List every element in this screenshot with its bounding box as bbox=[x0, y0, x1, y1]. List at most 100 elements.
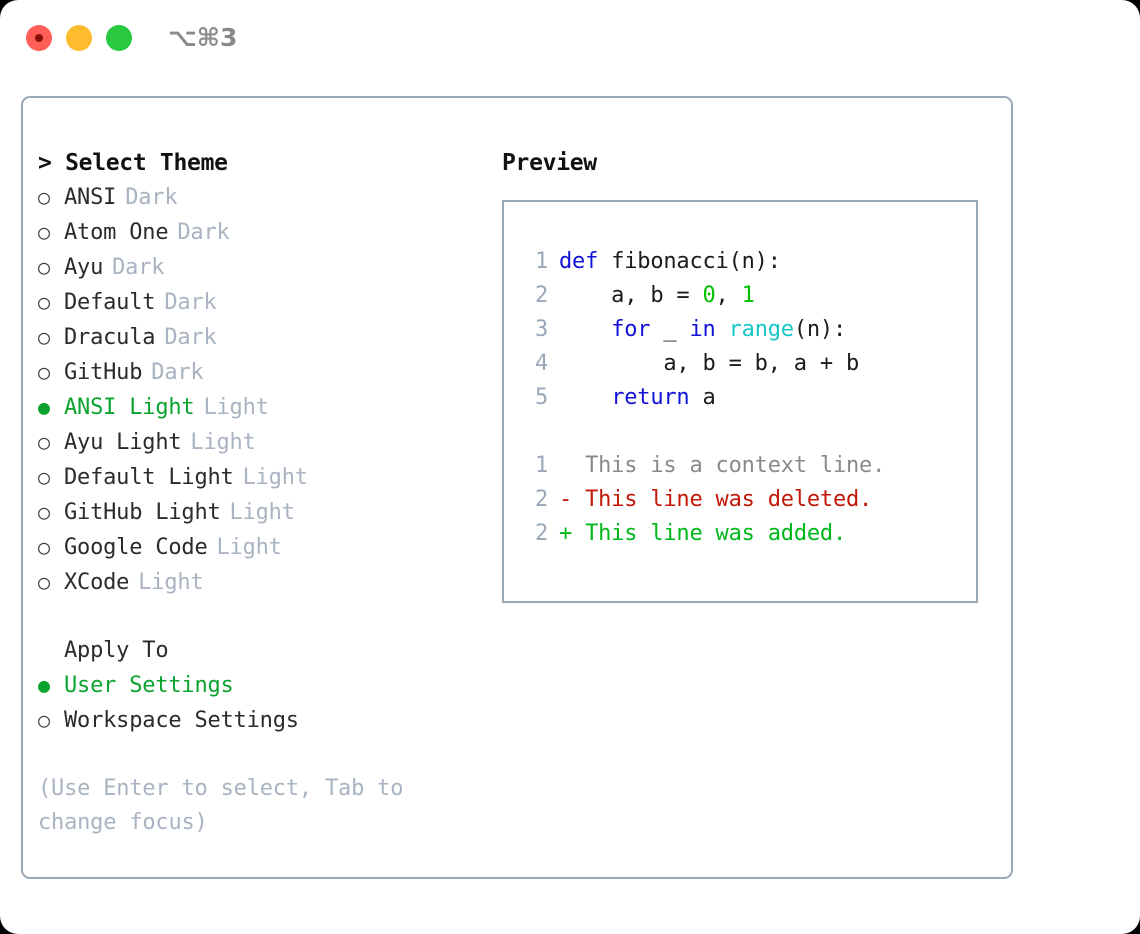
radio-icon[interactable]: ○ bbox=[38, 255, 50, 279]
line-number: 2 bbox=[534, 521, 548, 546]
diff-marker: + bbox=[559, 521, 573, 546]
preview-column: Preview 1 def fibonacci(n): 2 a, b = 0, … bbox=[502, 146, 1002, 603]
diff-line-context: 1 This is a context line. bbox=[522, 449, 968, 483]
theme-kind-badge: Light bbox=[216, 535, 282, 560]
theme-kind-badge: Light bbox=[190, 430, 256, 455]
theme-option-ansi-dark[interactable]: ○ ANSI Dark bbox=[38, 180, 498, 215]
theme-name: Default bbox=[64, 290, 156, 315]
theme-option-ansi-light[interactable]: ● ANSI Light Light bbox=[38, 390, 498, 425]
diff-content: This line was deleted. bbox=[585, 487, 873, 512]
token-keyword: return bbox=[611, 385, 690, 410]
theme-name: ANSI bbox=[64, 185, 117, 210]
theme-kind-badge: Dark bbox=[151, 360, 204, 385]
theme-option-xcode[interactable]: ○ XCode Light bbox=[38, 565, 498, 600]
token-plain bbox=[716, 317, 729, 342]
line-number: 2 bbox=[534, 487, 548, 512]
token-plain: (n): bbox=[793, 317, 847, 342]
theme-list[interactable]: ○ ANSI Dark ○ Atom One Dark ○ Ayu Dark bbox=[38, 180, 498, 600]
theme-name: Ayu Light bbox=[64, 430, 182, 455]
spacer bbox=[38, 738, 498, 772]
diff-text bbox=[572, 517, 585, 551]
code-line: 5 return a bbox=[522, 381, 968, 415]
apply-option-user-settings[interactable]: ● User Settings bbox=[38, 668, 498, 703]
diff-text bbox=[572, 449, 585, 483]
theme-kind-badge: Light bbox=[242, 465, 308, 490]
theme-option-ayu-dark[interactable]: ○ Ayu Dark bbox=[38, 250, 498, 285]
apply-option-label: User Settings bbox=[64, 673, 234, 698]
radio-icon[interactable]: ○ bbox=[38, 290, 50, 314]
token-plain: _ bbox=[650, 317, 690, 342]
theme-kind-badge: Dark bbox=[177, 220, 230, 245]
close-button-icon[interactable] bbox=[26, 25, 52, 51]
code-line: 4 a, b = b, a + b bbox=[522, 347, 968, 381]
radio-icon[interactable]: ○ bbox=[38, 500, 50, 524]
radio-icon[interactable]: ○ bbox=[38, 220, 50, 244]
theme-option-dracula-dark[interactable]: ○ Dracula Dark bbox=[38, 320, 498, 355]
theme-option-atom-one-dark[interactable]: ○ Atom One Dark bbox=[38, 215, 498, 250]
radio-icon[interactable]: ○ bbox=[38, 535, 50, 559]
line-number: 1 bbox=[534, 453, 548, 478]
radio-icon-selected[interactable]: ● bbox=[38, 395, 50, 419]
line-number: 4 bbox=[534, 351, 548, 376]
theme-kind-badge: Light bbox=[138, 570, 204, 595]
theme-kind-badge: Dark bbox=[125, 185, 178, 210]
token-keyword: in bbox=[689, 317, 716, 342]
theme-kind-badge: Dark bbox=[164, 290, 217, 315]
radio-icon[interactable]: ○ bbox=[38, 360, 50, 384]
token-plain bbox=[559, 385, 611, 410]
preview-box: 1 def fibonacci(n): 2 a, b = 0, 1 3 for … bbox=[502, 200, 978, 603]
token-plain: a, b = b, a + b bbox=[559, 351, 860, 376]
main-panel: > Select Theme ○ ANSI Dark ○ Atom One Da… bbox=[21, 96, 1013, 879]
help-hint-text: (Use Enter to select, Tab to change focu… bbox=[38, 776, 404, 835]
theme-name: Dracula bbox=[64, 325, 156, 350]
theme-option-default-dark[interactable]: ○ Default Dark bbox=[38, 285, 498, 320]
spacer bbox=[522, 415, 968, 449]
line-number: 5 bbox=[534, 385, 548, 410]
apply-option-workspace-settings[interactable]: ○ Workspace Settings bbox=[38, 703, 498, 738]
spacer bbox=[38, 600, 498, 634]
theme-option-github-light[interactable]: ○ GitHub Light Light bbox=[38, 495, 498, 530]
page-title: > Select Theme bbox=[38, 150, 228, 176]
diff-line-added: 2 + This line was added. bbox=[522, 517, 968, 551]
theme-kind-badge: Light bbox=[203, 395, 269, 420]
token-plain: a, b = bbox=[559, 283, 703, 308]
theme-name: Atom One bbox=[64, 220, 169, 245]
radio-icon[interactable]: ○ bbox=[38, 708, 50, 732]
title-bar: ⌥⌘3 bbox=[0, 0, 1140, 78]
theme-option-github-dark[interactable]: ○ GitHub Dark bbox=[38, 355, 498, 390]
radio-icon[interactable]: ○ bbox=[38, 185, 50, 209]
diff-marker bbox=[559, 449, 572, 483]
token-plain bbox=[559, 317, 611, 342]
theme-name: Google Code bbox=[64, 535, 208, 560]
theme-option-google-code[interactable]: ○ Google Code Light bbox=[38, 530, 498, 565]
token-plain: fibonacci(n): bbox=[611, 249, 781, 274]
line-number: 2 bbox=[534, 283, 548, 308]
minimize-button-icon[interactable] bbox=[66, 25, 92, 51]
theme-name: GitHub Light bbox=[64, 500, 221, 525]
radio-icon[interactable]: ○ bbox=[38, 325, 50, 349]
theme-option-default-light[interactable]: ○ Default Light Light bbox=[38, 460, 498, 495]
token-keyword: for bbox=[611, 317, 651, 342]
apply-to-label: Apply To bbox=[64, 638, 169, 663]
theme-kind-badge: Dark bbox=[112, 255, 165, 280]
maximize-button-icon[interactable] bbox=[106, 25, 132, 51]
radio-icon[interactable]: ○ bbox=[38, 465, 50, 489]
theme-name: Default Light bbox=[64, 465, 234, 490]
theme-option-ayu-light[interactable]: ○ Ayu Light Light bbox=[38, 425, 498, 460]
theme-kind-badge: Light bbox=[229, 500, 295, 525]
theme-name: GitHub bbox=[64, 360, 143, 385]
radio-icon[interactable]: ○ bbox=[38, 430, 50, 454]
apply-option-label: Workspace Settings bbox=[64, 708, 299, 733]
code-line: 2 a, b = 0, 1 bbox=[522, 279, 968, 313]
code-content: for _ in range(n): bbox=[559, 313, 846, 347]
apply-to-group[interactable]: ● User Settings ○ Workspace Settings bbox=[38, 668, 498, 738]
radio-icon[interactable]: ○ bbox=[38, 570, 50, 594]
code-content: def fibonacci(n): bbox=[559, 245, 781, 279]
token-keyword: def bbox=[559, 249, 612, 274]
token-number: 0 bbox=[702, 283, 716, 308]
diff-content: This line was added. bbox=[585, 521, 846, 546]
radio-icon-selected[interactable]: ● bbox=[38, 673, 50, 697]
diff-text bbox=[572, 483, 585, 517]
theme-selector-column: > Select Theme ○ ANSI Dark ○ Atom One Da… bbox=[38, 146, 498, 840]
